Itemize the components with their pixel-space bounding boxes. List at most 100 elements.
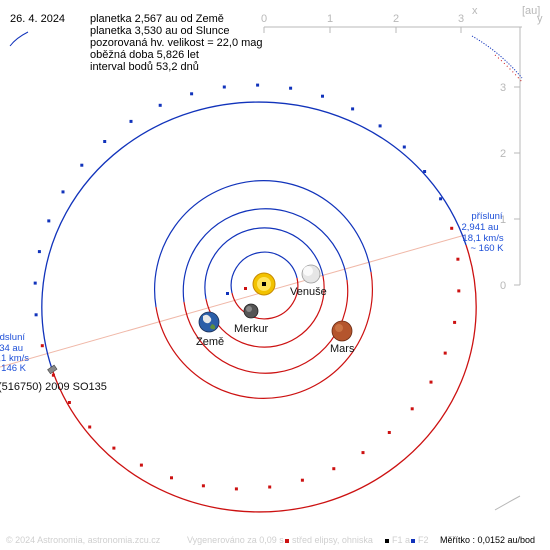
legend-black-square-icon: [385, 538, 389, 543]
orbit-point: [457, 289, 461, 293]
perihelion-title: přísluní: [471, 211, 503, 222]
y-axis: [514, 27, 521, 286]
orbit-point: [67, 401, 71, 404]
date-label: 26. 4. 2024: [10, 13, 66, 25]
orbit-point: [361, 451, 365, 455]
orbit-point: [158, 103, 162, 107]
y-tick-3: 3: [500, 82, 506, 94]
orbit-point: [387, 431, 391, 434]
orbit-point: [40, 344, 44, 348]
legend-red-square-icon: [285, 538, 289, 543]
y-tick-0: 0: [500, 280, 506, 292]
asteroid-orbit-blue: [41, 101, 467, 370]
perihelion-temp: ~ 160 K: [470, 243, 504, 254]
perihelion-annotation: přísluní 2,941 au 18,1 km/s ~ 160 K: [462, 211, 505, 254]
orbit-point: [139, 463, 143, 467]
orbit-point: [190, 92, 194, 96]
asteroid-icon: [47, 364, 58, 375]
x-tick-0: 0: [261, 13, 267, 25]
asteroid-orbit-red: [51, 244, 477, 513]
x-tick-2: 2: [393, 13, 399, 25]
orbit-point: [402, 145, 406, 149]
mars-orbit-red: [155, 271, 374, 400]
perihelion-distance: 2,941 au: [462, 222, 499, 233]
mercury-orbit-red: [231, 277, 299, 320]
y-tick-2: 2: [500, 148, 506, 160]
y-tick-1: 1: [500, 214, 506, 226]
y-axis-label: y: [537, 13, 543, 25]
orbit-point: [439, 197, 443, 201]
orbit-point: [234, 487, 238, 491]
asteroid-orbit-points: [33, 83, 461, 491]
copyright-link[interactable]: © 2024 Astronomia, astronomia.zcu.cz: [6, 535, 161, 545]
legend-f1-text: F1 a: [392, 535, 411, 545]
unit-label: [au]: [522, 5, 540, 17]
legend-f1: F1 a: [385, 531, 410, 549]
legend-blue-square-icon: [411, 538, 415, 543]
aphelion-distance: 4,134 au: [0, 343, 23, 354]
legend-f2-text: F2: [418, 535, 429, 545]
orbit-point: [61, 190, 65, 194]
aphelion-temp: ~ 146 K: [0, 363, 27, 374]
outer-orbit-arc-red: [494, 54, 523, 83]
info-line-5: interval bodů 53,2 dnů: [90, 61, 199, 73]
mercury-orbit-blue: [230, 251, 298, 294]
venus-icon: [301, 264, 321, 284]
orbit-point: [423, 170, 427, 173]
earth-label: Země: [196, 336, 224, 348]
outer-orbit-arc-bottom: [494, 495, 521, 511]
outer-orbit-arc-left: [9, 31, 29, 47]
orbit-point: [88, 425, 92, 429]
aphelion-annotation: odsluní 4,134 au 13,1 km/s ~ 146 K: [0, 332, 29, 374]
orbit-point: [51, 373, 55, 377]
legend-f2: F2: [411, 531, 429, 549]
scale-label: Měřítko : 0,0152 au/bod: [440, 535, 536, 545]
orbit-point: [321, 94, 324, 98]
perihelion-speed: 18,1 km/s: [462, 233, 503, 244]
orbit-point: [34, 313, 38, 317]
orbit-point: [222, 85, 226, 89]
orbit-point: [332, 467, 336, 471]
mars-icon: [331, 320, 353, 342]
asteroid-label: (516750) 2009 SO135: [0, 381, 107, 393]
apsis-line: [0, 234, 466, 368]
orbit-point: [378, 124, 382, 128]
orbit-point: [129, 119, 133, 123]
legend-center-text: střed elipsy, ohniska: [292, 535, 373, 545]
ellipse-center-marker: [244, 287, 247, 290]
orbit-point: [256, 83, 260, 87]
orbit-point: [103, 140, 107, 143]
orbit-point: [112, 446, 116, 450]
sun-icon: [252, 272, 276, 296]
venus-label: Venuše: [290, 286, 327, 298]
generated-time: Vygenerováno za 0,09 s: [187, 535, 284, 545]
orbit-point: [80, 163, 84, 167]
outer-orbit-arc-blue: [471, 35, 523, 79]
info-line-1: planetka 2,567 au od Země: [90, 13, 224, 25]
orbit-point: [289, 86, 293, 90]
x-tick-1: 1: [327, 13, 333, 25]
orbit-point: [410, 407, 414, 411]
aphelion-speed: 13,1 km/s: [0, 353, 29, 364]
mercury-icon: [243, 303, 259, 319]
orbit-point: [351, 107, 355, 111]
orbit-point: [429, 380, 433, 384]
orbit-point: [300, 478, 304, 482]
info-line-4: oběžná doba 5,826 let: [90, 49, 199, 61]
x-axis-label: x: [472, 5, 478, 17]
orbit-point: [170, 476, 173, 480]
mercury-label: Merkur: [234, 323, 269, 335]
earth-orbit-red: [183, 279, 349, 374]
mars-orbit-blue: [153, 179, 372, 308]
orbit-point: [33, 281, 37, 285]
orbit-point: [453, 320, 457, 324]
focus-f2-marker: [226, 292, 229, 295]
orbit-point: [456, 257, 460, 261]
legend-center: střed elipsy, ohniska: [285, 531, 373, 549]
orbit-point: [47, 219, 51, 223]
earth-icon: [198, 311, 220, 333]
earth-orbit-blue: [182, 208, 348, 303]
orbit-point: [201, 484, 205, 488]
orbit-point: [37, 250, 41, 254]
